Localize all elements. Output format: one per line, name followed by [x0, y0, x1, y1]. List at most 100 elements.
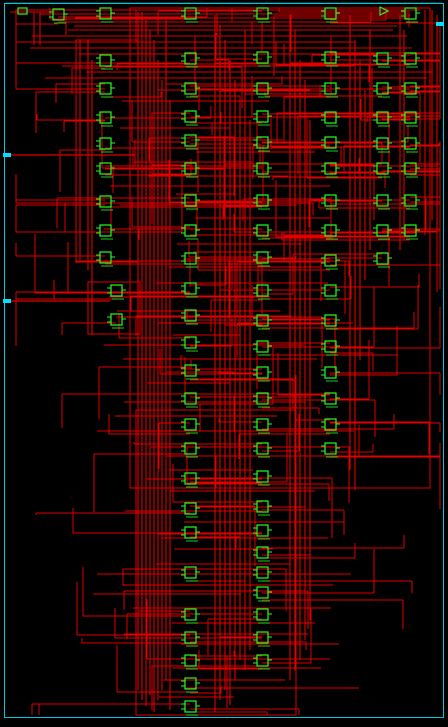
flip-flop-icon: [321, 7, 340, 23]
wire-loop: [87, 281, 141, 335]
flip-flop-icon: [253, 194, 272, 210]
flip-flop-icon: [181, 224, 200, 240]
flip-flop-icon: [321, 284, 340, 300]
input-port-body: [17, 7, 28, 15]
flip-flop-icon: [181, 631, 200, 647]
flip-flop-icon: [401, 137, 420, 153]
flip-flop-icon: [253, 500, 272, 516]
flip-flop-icon: [321, 82, 340, 98]
flip-flop-icon: [96, 224, 115, 240]
flip-flop-icon: [401, 7, 420, 23]
flip-flop-icon: [181, 194, 200, 210]
flip-flop-icon: [401, 162, 420, 178]
flip-flop-icon: [253, 418, 272, 434]
flip-flop-icon: [96, 7, 115, 23]
flip-flop-icon: [181, 7, 200, 23]
flip-flop-icon: [96, 137, 115, 153]
flip-flop-icon: [96, 82, 115, 98]
flip-flop-icon: [49, 8, 68, 24]
flip-flop-icon: [253, 110, 272, 126]
flip-flop-icon: [321, 418, 340, 434]
flip-flop-icon: [181, 110, 200, 126]
flip-flop-icon: [181, 502, 200, 518]
wire-layer: [10, 7, 441, 716]
flip-flop-icon: [253, 566, 272, 582]
buffer-gate-icon: [379, 6, 390, 16]
flip-flop-icon: [181, 654, 200, 670]
flip-flop-icon: [321, 136, 340, 152]
flip-flop-icon: [253, 608, 272, 624]
flip-flop-icon: [253, 546, 272, 562]
flip-flop-icon: [253, 136, 272, 152]
flip-flop-icon: [181, 336, 200, 352]
flip-flop-icon: [401, 194, 420, 210]
cell-layer: [17, 6, 420, 716]
flip-flop-icon: [373, 224, 392, 240]
flip-flop-icon: [181, 162, 200, 178]
wire-loop: [135, 409, 297, 716]
input-port-icon: [17, 7, 28, 15]
flip-flop-icon: [96, 251, 115, 267]
flip-flop-icon: [253, 340, 272, 356]
flip-flop-icon: [253, 82, 272, 98]
flip-flop-icon: [373, 162, 392, 178]
frame-layer: [3, 2, 444, 718]
flip-flop-icon: [181, 700, 200, 716]
flip-flop-icon: [181, 418, 200, 434]
flip-flop-icon: [321, 392, 340, 408]
flip-flop-icon: [181, 526, 200, 542]
flip-flop-icon: [107, 284, 126, 300]
flip-flop-icon: [253, 366, 272, 382]
output-port-icon: [436, 22, 444, 26]
flip-flop-icon: [253, 442, 272, 458]
flip-flop-icon: [181, 566, 200, 582]
flip-flop-icon: [181, 134, 200, 150]
flip-flop-icon: [401, 82, 420, 98]
flip-flop-icon: [253, 631, 272, 647]
flip-flop-icon: [321, 254, 340, 270]
flip-flop-icon: [321, 162, 340, 178]
schematic-border: [4, 3, 444, 718]
flip-flop-icon: [253, 654, 272, 670]
flip-flop-icon: [401, 224, 420, 240]
flip-flop-icon: [321, 111, 340, 127]
flip-flop-icon: [321, 340, 340, 356]
flip-flop-icon: [253, 586, 272, 602]
flip-flop-icon: [253, 51, 272, 67]
flip-flop-icon: [321, 224, 340, 240]
flip-flop-icon: [321, 366, 340, 382]
flip-flop-icon: [181, 677, 200, 693]
flip-flop-icon: [373, 82, 392, 98]
flip-flop-icon: [253, 224, 272, 240]
wire-loop: [129, 7, 431, 489]
flip-flop-icon: [373, 137, 392, 153]
flip-flop-icon: [373, 52, 392, 68]
flip-flop-icon: [373, 194, 392, 210]
flip-flop-icon: [181, 608, 200, 624]
input-port-icon: [3, 299, 11, 303]
buffer-gate-body: [379, 6, 390, 16]
flip-flop-icon: [253, 314, 272, 330]
flip-flop-icon: [181, 364, 200, 380]
flip-flop-icon: [107, 313, 126, 329]
flip-flop-icon: [96, 54, 115, 70]
flip-flop-icon: [181, 472, 200, 488]
input-port-icon: [3, 153, 11, 157]
flip-flop-icon: [181, 309, 200, 325]
flip-flop-icon: [253, 7, 272, 23]
flip-flop-icon: [181, 252, 200, 268]
flip-flop-icon: [253, 470, 272, 486]
flip-flop-icon: [321, 442, 340, 458]
flip-flop-icon: [181, 392, 200, 408]
flip-flop-icon: [96, 162, 115, 178]
flip-flop-icon: [321, 314, 340, 330]
flip-flop-icon: [96, 195, 115, 211]
flip-flop-icon: [181, 82, 200, 98]
flip-flop-icon: [253, 162, 272, 178]
flip-flop-icon: [321, 51, 340, 67]
flip-flop-icon: [373, 111, 392, 127]
flip-flop-icon: [373, 252, 392, 268]
